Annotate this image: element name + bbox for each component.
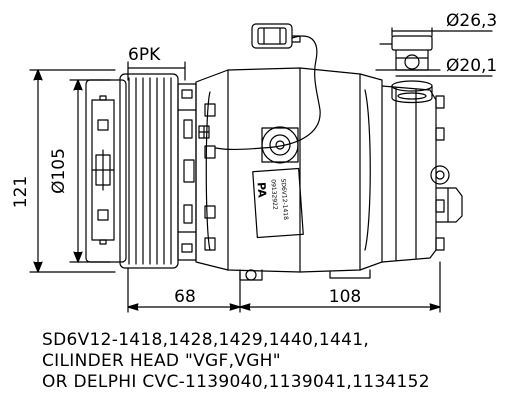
discharge-port [391, 80, 433, 104]
port-upper-label: Ø26,3 [446, 11, 497, 31]
dimension-121-lines [29, 69, 116, 273]
nameplate-model: SD6V12-1418 [279, 178, 289, 220]
dimension-105-lines [69, 79, 111, 263]
offset-right-label: 108 [329, 287, 361, 307]
electrical-connector [215, 23, 321, 151]
nameplate-part: 09132922 [269, 179, 278, 210]
caption-line-2: CILINDER HEAD "VGF,VGH" [42, 351, 281, 371]
port-lower-label: Ø20,1 [446, 56, 497, 76]
bottom-dimension-lines [127, 261, 441, 313]
port-dimension-lines [375, 27, 493, 77]
caption-line-1: SD6V12-1418,1428,1429,1440,1441, [42, 330, 369, 350]
clutch-coil [177, 83, 197, 261]
caption-line-3: OR DELPHI CVC-1139040,1139041,1134152 [42, 372, 430, 392]
belt-label: 6PK [128, 45, 161, 65]
cylinder-head [381, 85, 463, 263]
pulley [85, 73, 179, 269]
nameplate-brand: PA [255, 182, 269, 199]
belt-leader [127, 61, 186, 81]
offset-left-label: 68 [174, 287, 196, 307]
suction-port [379, 35, 433, 71]
pulley-diameter-label: Ø105 [49, 148, 69, 194]
height-label: 121 [11, 176, 31, 208]
compressor-body [195, 67, 383, 281]
